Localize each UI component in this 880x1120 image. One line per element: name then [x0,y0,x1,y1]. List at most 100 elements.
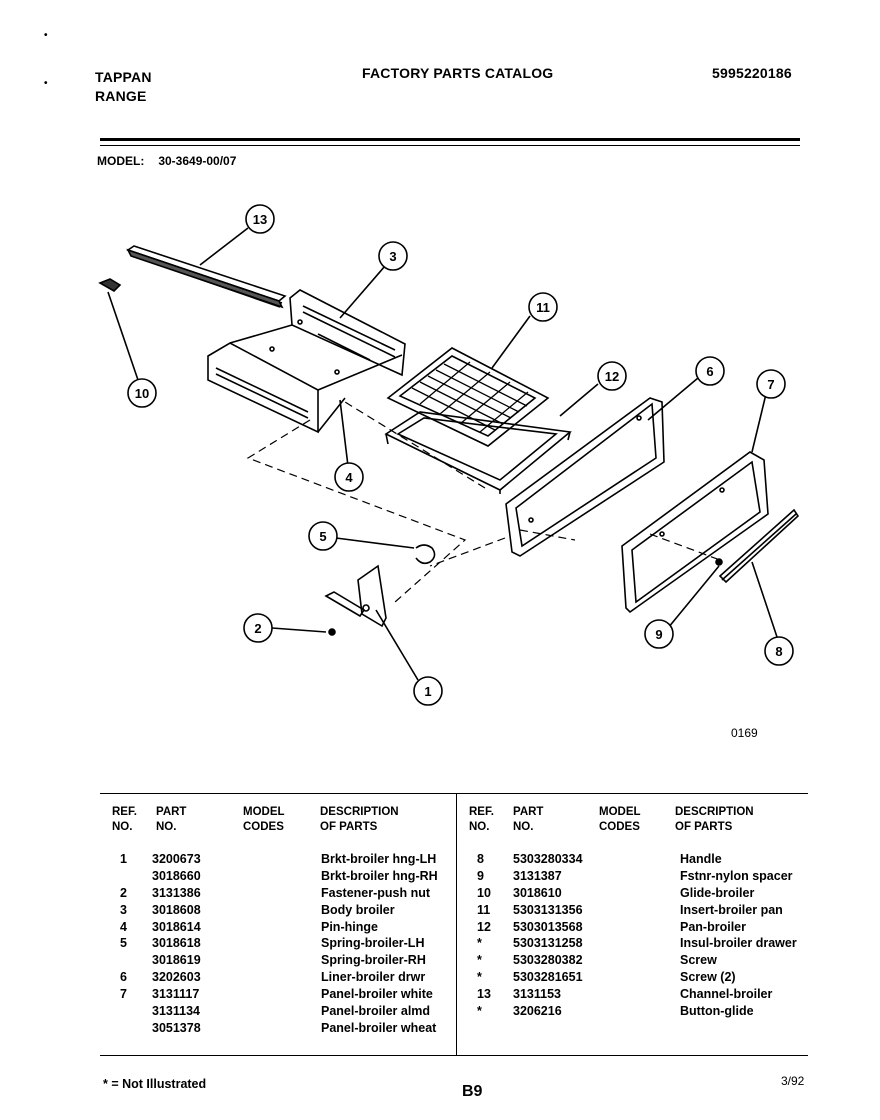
cell-desc: Panel-broiler almd [321,1004,431,1019]
cell-part: 3018610 [513,885,562,900]
cell-desc: Pin-hinge [321,919,378,934]
callout-2: 2 [243,613,273,643]
catalog-title: FACTORY PARTS CATALOG [362,65,554,81]
svg-text:3: 3 [389,249,396,264]
table-row: * 5303280382 Screw [457,952,808,969]
part-nylon-spacer [667,558,723,629]
page-number: B9 [462,1083,483,1100]
cell-desc: Liner-broiler drwr [321,970,426,985]
callout-5: 5 [308,521,338,551]
table-row: 3018619 Spring-broiler-RH [100,952,456,969]
revision-date: 3/92 [781,1074,805,1088]
svg-text:1: 1 [424,684,431,699]
part-handle [718,508,800,584]
svg-text:10: 10 [135,386,149,401]
cell-part: 5303281651 [513,970,583,985]
cell-desc: Channel-broiler [680,987,773,1002]
cell-part: 5303131258 [513,936,583,951]
callout-11: 11 [528,292,558,322]
cell-desc: Screw [680,953,717,968]
cell-part: 3131386 [152,885,201,900]
callouts: 13 3 10 11 12 6 7 4 5 2 1 9 8 [127,204,794,706]
table-row: 3051378 Panel-broiler wheat [100,1020,456,1037]
cell-ref: * [477,1004,482,1019]
part-pan-broiler [384,411,572,494]
cell-part: 5303131356 [513,902,583,917]
cell-part: 3206216 [513,1004,562,1019]
cell-desc: Panel-broiler white [321,987,433,1002]
cell-part: 5303280334 [513,852,583,866]
header-rule-thin [100,145,800,146]
part-bracket-hinge [324,564,419,681]
cell-part: 3018660 [152,868,201,883]
svg-text:9: 9 [655,627,662,642]
part-panel-broiler [621,451,769,614]
part-liner-broiler-drawer [505,397,665,557]
svg-text:12: 12 [605,369,619,384]
callout-8: 8 [764,636,794,666]
cell-desc: Panel-broiler wheat [321,1020,437,1035]
cell-part: 3018608 [152,902,201,917]
cell-part: 3131117 [152,987,200,1002]
cell-desc: Fstnr-nylon spacer [680,868,793,883]
cell-part: 3051378 [152,1020,201,1035]
cell-desc: Spring-broiler-LH [321,936,425,951]
cell-desc: Spring-broiler-RH [321,953,426,968]
cell-desc: Brkt-broiler hng-RH [321,868,438,883]
svg-text:11: 11 [536,300,550,315]
figure-code: 0169 [731,726,758,740]
cell-part: 3018619 [152,953,201,968]
part-body-broiler [207,289,406,434]
svg-text:8: 8 [775,644,782,659]
col-header-ref: REF.NO. [112,806,137,833]
cell-part: 3200673 [152,852,201,866]
cell-ref: 9 [477,868,484,883]
part-spring [335,537,436,565]
cell-desc: Handle [680,852,722,866]
scan-mark: • [44,78,48,89]
cell-ref: * [477,936,482,951]
svg-text:4: 4 [345,470,353,485]
catalog-number: 5995220186 [712,65,792,81]
brand-name: TAPPAN [95,69,152,85]
cell-desc: Body broiler [321,902,395,917]
cell-part: 5303280382 [513,953,583,968]
svg-text:6: 6 [706,364,713,379]
cell-part: 3018618 [152,936,201,951]
product-type: RANGE [95,88,147,104]
cell-desc: Brkt-broiler hng-LH [321,852,437,866]
callout-1: 1 [413,676,443,706]
cell-ref: 6 [120,970,127,985]
part-push-nut [271,627,336,636]
svg-text:5: 5 [319,529,326,544]
cell-part: 3131387 [513,868,562,883]
table-row: * 3206216 Button-glide [457,1003,808,1020]
cell-ref: 4 [120,919,127,934]
cell-ref: 10 [477,885,491,900]
cell-desc: Button-glide [680,1004,754,1019]
part-glide-broiler [98,278,139,381]
cell-ref: * [477,953,482,968]
not-illustrated-note: * = Not Illustrated [103,1077,207,1091]
callout-13: 13 [245,204,275,234]
cell-ref: 13 [477,987,491,1002]
